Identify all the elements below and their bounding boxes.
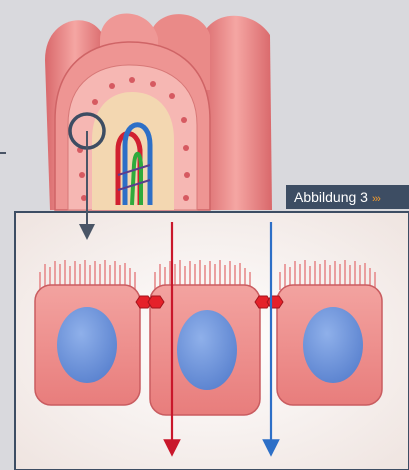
figure-label[interactable]: Abbildung 3 ››› [286,185,409,209]
figure-label-text: Abbildung 3 [294,189,368,205]
villus-back-right [200,16,272,210]
nucleus-1 [57,307,117,383]
villus-illustration [45,13,272,210]
nucleus-3 [303,307,363,383]
nucleus-2 [177,310,237,390]
chevron-right-icon: ››› [372,193,380,205]
